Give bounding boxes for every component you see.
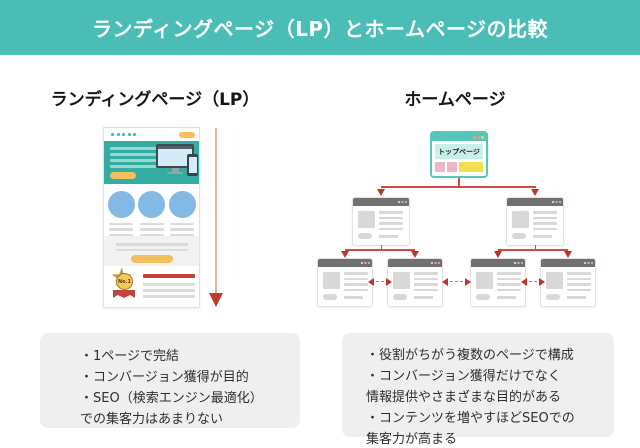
subpage-box — [470, 258, 526, 307]
arrow-down-icon — [563, 251, 572, 258]
note-line: ・コンバージョン獲得だけでなく — [366, 369, 561, 385]
ribbon-icon — [113, 290, 135, 298]
arrow-down-icon — [410, 251, 419, 258]
arrow-left-icon — [521, 278, 527, 286]
browser-titlebar — [541, 259, 595, 267]
top-page-box: トップページ — [430, 131, 488, 178]
connector-line — [380, 245, 382, 250]
arrow-right-icon — [465, 278, 471, 286]
connector-line — [534, 245, 536, 250]
note-line: ・コンテンツを増やすほどSEOでの — [366, 411, 575, 427]
mockup-hero-section — [104, 141, 199, 184]
link-line — [445, 281, 468, 282]
note-line: 情報提供やさまざまな目的がある — [366, 390, 562, 406]
landing-page-notes: ・1ページで完結 ・コンバージョン獲得が目的 ・SEO（検索エンジン最適化） で… — [40, 333, 300, 428]
top-page-content — [435, 161, 483, 172]
note-line: ・SEO（検索エンジン最適化） — [80, 391, 263, 407]
feature-circle — [138, 191, 165, 218]
highlight-line — [143, 274, 195, 278]
connector-line — [381, 186, 536, 188]
note-line: ・コンバージョン獲得が目的 — [80, 370, 249, 386]
badge-label: No.1 — [116, 273, 133, 290]
cta-button-placeholder — [130, 255, 173, 263]
link-line — [371, 281, 389, 282]
note-line: 集客力が高まる — [366, 432, 458, 448]
landing-page-mockup: ★ No.1 — [103, 127, 200, 308]
arrow-down-icon — [493, 251, 502, 258]
arrow-down-icon — [530, 189, 539, 196]
banner-placeholder — [459, 161, 483, 172]
scroll-arrow-head-icon — [209, 293, 223, 307]
browser-titlebar — [388, 259, 442, 267]
scroll-arrow-line — [215, 128, 217, 294]
arrow-down-icon — [376, 189, 385, 196]
title-banner: ランディングページ（LP）とホームページの比較 — [0, 0, 640, 55]
mockup-bottom-section: ★ No.1 — [104, 265, 199, 308]
feature-circle — [107, 191, 135, 218]
note-line: での集客力はあまりない — [80, 412, 224, 428]
note-line: ・役割がちがう複数のページで構成 — [366, 348, 574, 363]
arrow-left-icon — [368, 278, 374, 286]
homepage-heading: ホームページ — [404, 90, 506, 110]
note-line: ・1ページで完結 — [80, 349, 180, 364]
feature-circle — [168, 191, 196, 218]
mockup-feature-row — [104, 184, 199, 237]
page-title: ランディングページ（LP）とホームページの比較 — [91, 17, 549, 41]
arrow-right-icon — [539, 278, 545, 286]
subpage-box — [506, 197, 564, 246]
connector-line — [498, 249, 568, 251]
mockup-navbar — [104, 128, 199, 141]
homepage-notes: ・役割がちがう複数のページで構成 ・コンバージョン獲得だけでなく 情報提供やさま… — [342, 333, 614, 447]
subpage-box — [540, 258, 596, 307]
subpage-box — [352, 197, 410, 246]
subpage-box — [317, 258, 373, 307]
smartphone-icon — [187, 154, 198, 176]
subpage-box — [387, 258, 443, 307]
link-line — [524, 281, 542, 282]
arrow-down-icon — [340, 251, 349, 258]
browser-titlebar — [507, 198, 563, 206]
landing-page-heading: ランディングページ（LP） — [50, 90, 260, 110]
browser-titlebar — [432, 133, 486, 141]
arrow-right-icon — [386, 278, 392, 286]
no1-badge-icon: ★ No.1 — [110, 265, 138, 304]
connector-line — [458, 178, 460, 187]
top-page-label: トップページ — [435, 144, 483, 159]
browser-titlebar — [318, 259, 372, 267]
browser-titlebar — [471, 259, 525, 267]
nav-button-placeholder — [179, 131, 195, 138]
browser-titlebar — [353, 198, 409, 206]
arrow-left-icon — [442, 278, 448, 286]
mockup-gray-section — [104, 236, 199, 266]
thumbnail-placeholder — [435, 161, 445, 172]
cta-button-placeholder — [110, 172, 136, 179]
connector-line — [345, 249, 415, 251]
thumbnail-placeholder — [447, 161, 457, 172]
